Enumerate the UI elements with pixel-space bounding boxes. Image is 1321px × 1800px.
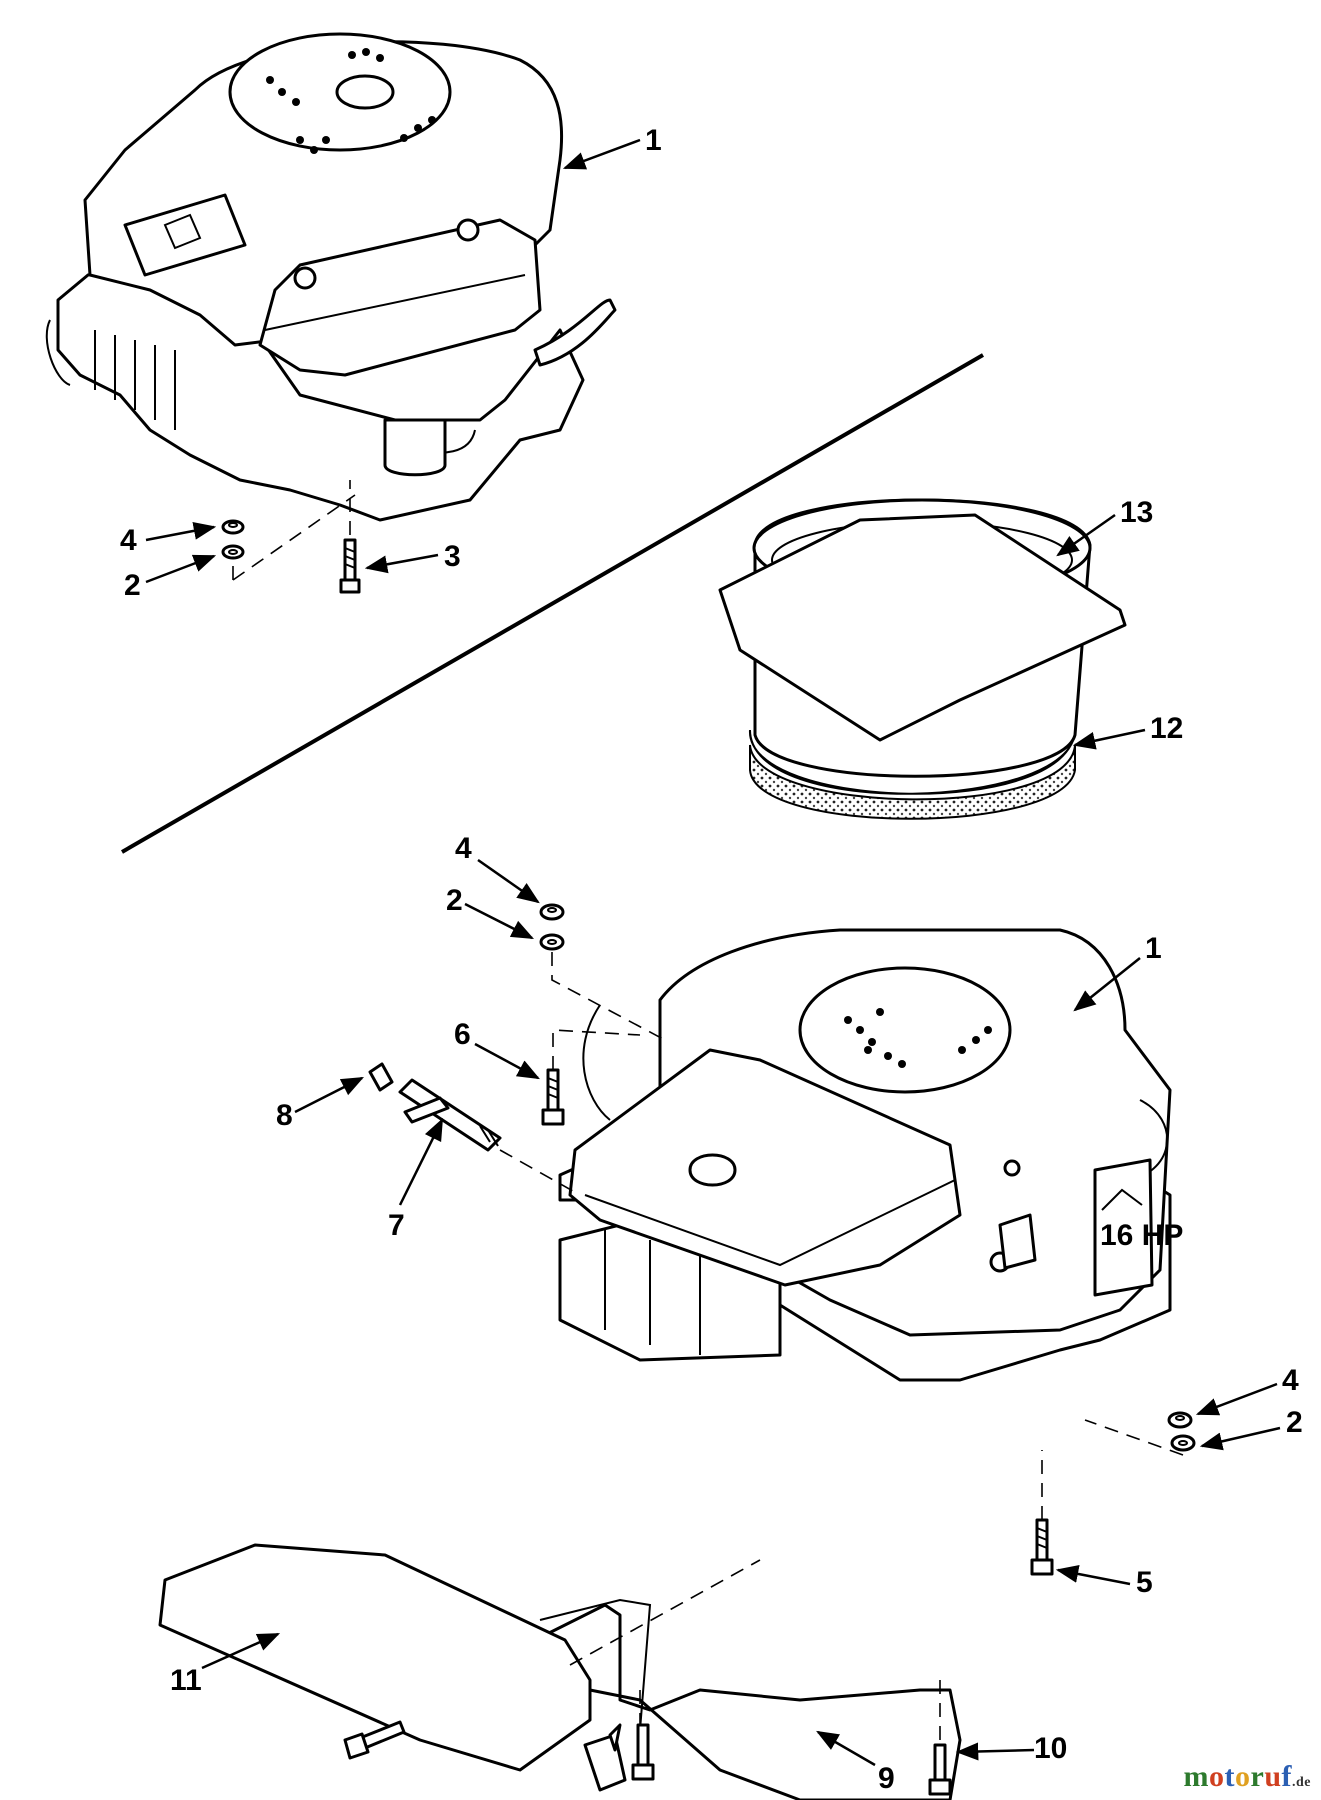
watermark-logo: motoruf.de [1183, 1760, 1311, 1793]
bolt-bottom-center [631, 1723, 655, 1781]
callout-label: 4 [120, 524, 137, 557]
callout-label: 2 [1286, 1406, 1303, 1439]
bolt-6 [541, 1068, 565, 1126]
callout-label: 6 [454, 1018, 471, 1051]
engine-assembly-bottom: 16 HP [558, 928, 1183, 1382]
washer-left [539, 933, 565, 951]
callout-label: 2 [124, 569, 141, 602]
callout-label: 2 [446, 884, 463, 917]
callout-label: 1 [1145, 932, 1162, 965]
hp-badge-text: 16 HP [1100, 1219, 1183, 1252]
bolt-5 [1030, 1518, 1054, 1576]
callout-label: 7 [388, 1209, 405, 1242]
bolt-bottom-left [343, 1720, 406, 1760]
callout-label: 10 [1034, 1732, 1067, 1765]
pipe-7 [398, 1078, 502, 1152]
brand-plate-top [123, 193, 247, 277]
pipe-fitting-8 [368, 1062, 394, 1092]
fuel-line [533, 298, 617, 367]
washer-top [221, 544, 245, 560]
fuel-tank-top [258, 218, 542, 377]
shield-11 [158, 1543, 592, 1772]
fuel-cap-bottom [688, 1153, 737, 1187]
engine-assembly-top [45, 32, 617, 522]
vent-holes-top [266, 48, 436, 154]
callout-labels: 1 4 2 3 13 12 4 2 1 6 8 7 4 2 5 11 9 10 [120, 124, 1303, 1795]
nut-right [1167, 1411, 1193, 1429]
pump-9 [533, 1598, 962, 1800]
bolt-10 [928, 1743, 952, 1796]
engine-top-dome-bottom [798, 966, 1012, 1094]
bolt-top [339, 538, 361, 594]
callout-label: 1 [645, 124, 662, 157]
callout-label: 11 [170, 1664, 202, 1697]
fuel-tank-bottom [568, 1048, 962, 1287]
callout-label: 4 [455, 832, 472, 865]
nut-left [539, 903, 565, 921]
fuel-filter [383, 418, 447, 477]
callout-label: 4 [1282, 1364, 1299, 1397]
nut-top [221, 519, 245, 535]
callout-label: 12 [1150, 712, 1183, 745]
vent-holes-bottom [844, 1008, 992, 1068]
callout-label: 5 [1136, 1566, 1153, 1599]
callout-label: 3 [444, 540, 461, 573]
separator-line [121, 353, 984, 854]
hp-badge: 16 HP [1093, 1158, 1183, 1297]
callout-label: 8 [276, 1099, 293, 1132]
leaders [145, 138, 1281, 1767]
callout-label: 13 [1120, 496, 1153, 529]
air-cleaner-cover [718, 498, 1127, 778]
callout-label: 9 [878, 1762, 895, 1795]
washer-right [1170, 1434, 1196, 1452]
